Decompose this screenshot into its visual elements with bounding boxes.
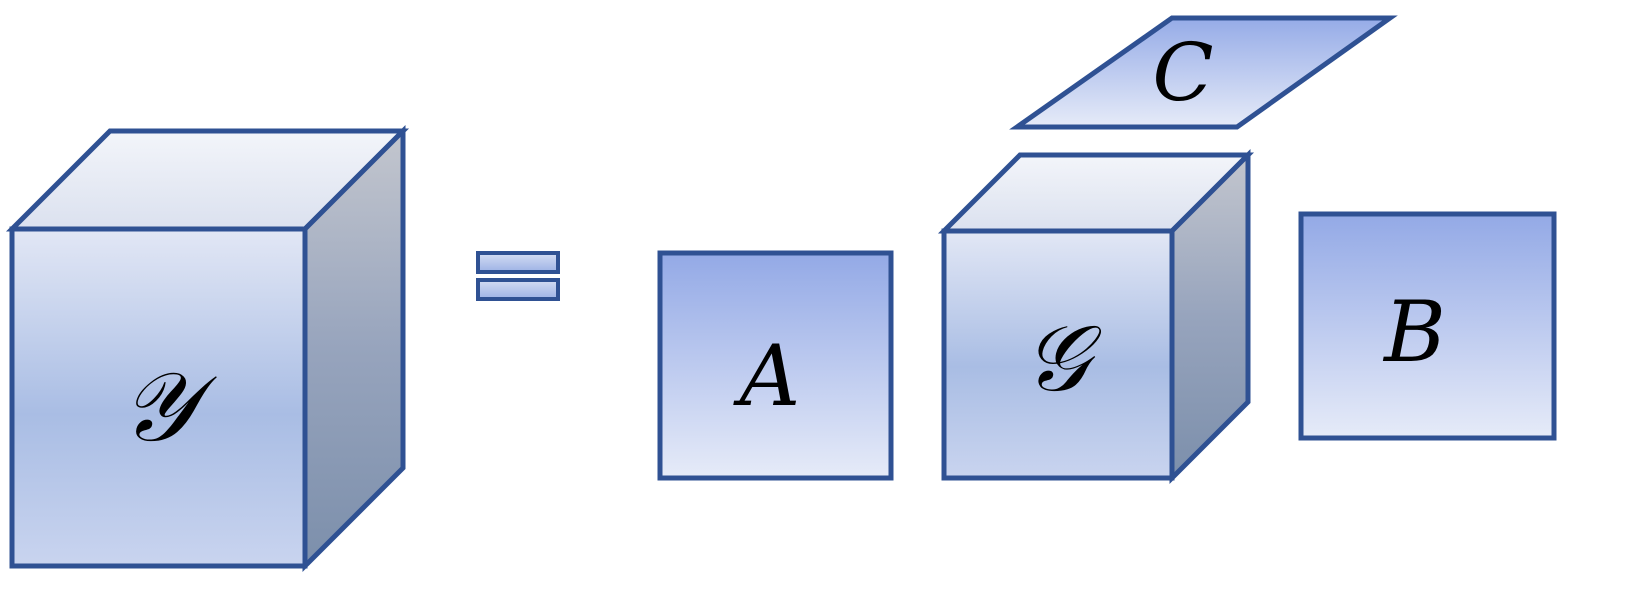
matrix-b-label: B xyxy=(1382,283,1446,381)
tensor-y-front-face xyxy=(9,226,308,569)
matrix-c-face xyxy=(1009,15,1398,130)
matrix-b-face xyxy=(1298,211,1557,441)
matrix-b: B xyxy=(1298,211,1557,441)
matrix-c-label: C xyxy=(1152,26,1213,119)
matrix-a-face xyxy=(657,250,894,481)
equals-sign: = xyxy=(476,251,560,301)
matrix-a: A xyxy=(657,250,894,481)
tensor-y-cube: 𝒴 xyxy=(5,124,410,573)
matrix-c-slab: C xyxy=(1009,15,1398,130)
core-g-front-face xyxy=(941,228,1175,481)
equals-bar-top xyxy=(476,251,560,274)
core-tensor-g-cube: 𝒢 xyxy=(937,148,1255,485)
equals-bar-bottom xyxy=(476,278,560,301)
matrix-a-label: A xyxy=(733,327,801,425)
